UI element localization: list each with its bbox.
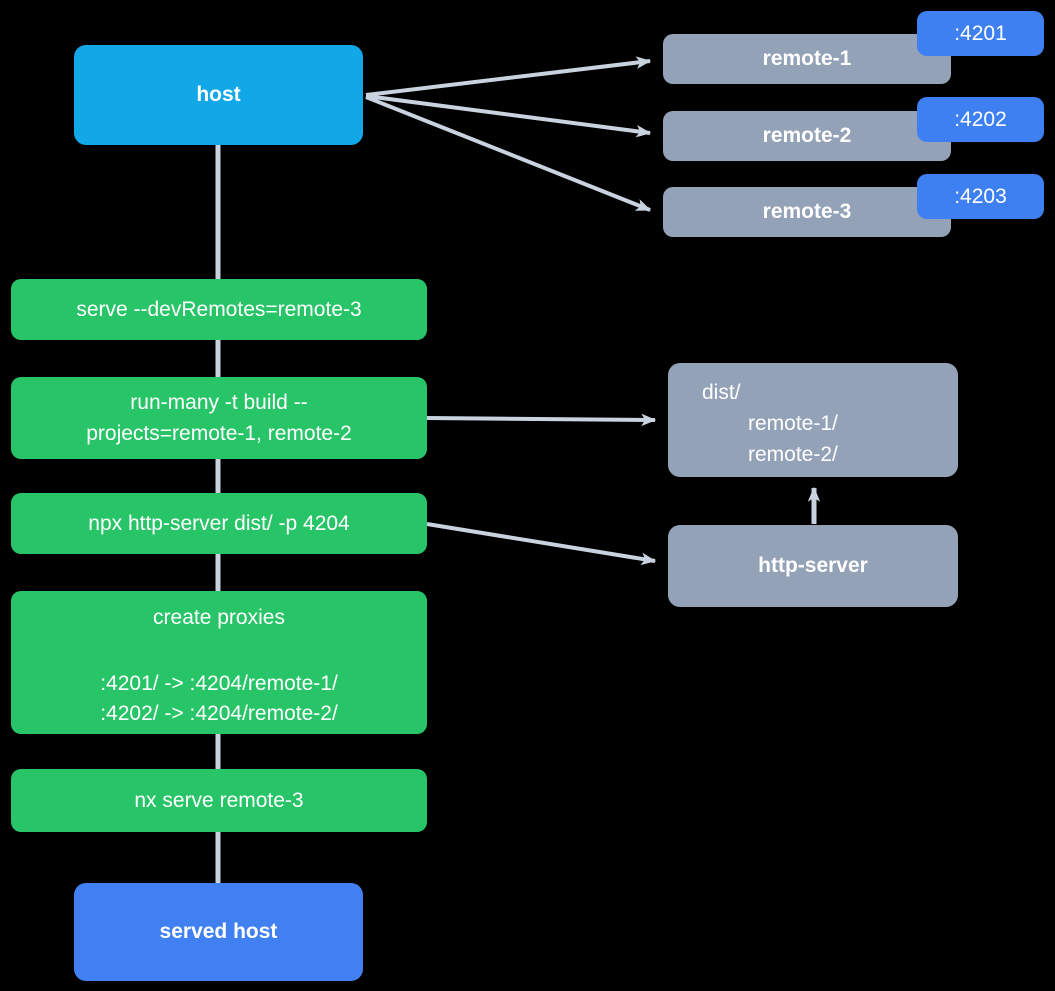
remote-1-port-badge: :4201 bbox=[917, 11, 1044, 56]
remote-2-node: remote-2 bbox=[663, 111, 951, 161]
dist-remote-2-line: remote-2/ bbox=[748, 443, 838, 466]
arrow-http-to-http-server bbox=[426, 522, 657, 565]
step-nx-serve-remote-3: nx serve remote-3 bbox=[11, 769, 427, 832]
step-build-line1: run-many -t build -- bbox=[130, 391, 308, 414]
remote-2-port-badge: :4202 bbox=[917, 97, 1044, 142]
step-http-label: npx http-server dist/ -p 4204 bbox=[88, 511, 350, 535]
host-node: host bbox=[74, 45, 363, 145]
served-host-label: served host bbox=[159, 920, 278, 943]
step-nx-serve-label: nx serve remote-3 bbox=[134, 788, 304, 812]
remote-2-port: :4202 bbox=[954, 107, 1007, 131]
step-npx-http-server: npx http-server dist/ -p 4204 bbox=[11, 493, 427, 554]
arrow-host-to-remote-3 bbox=[365, 95, 652, 212]
remote-3-port: :4203 bbox=[954, 184, 1007, 208]
arrow-host-to-remote-2 bbox=[365, 94, 652, 138]
host-label: host bbox=[196, 83, 241, 106]
remote-2-label: remote-2 bbox=[762, 124, 852, 147]
proxy-map-2: :4202/ -> :4204/remote-2/ bbox=[100, 702, 338, 725]
remote-1-label: remote-1 bbox=[762, 47, 852, 70]
arrow-build-to-dist bbox=[426, 413, 657, 427]
step-serve-label: serve --devRemotes=remote-3 bbox=[76, 297, 362, 321]
http-server-node: http-server bbox=[668, 525, 958, 607]
step-build-line2: projects=remote-1, remote-2 bbox=[86, 422, 352, 445]
proxy-map-1: :4201/ -> :4204/remote-1/ bbox=[100, 672, 338, 695]
remote-3-label: remote-3 bbox=[762, 200, 852, 223]
served-host-node: served host bbox=[74, 883, 363, 981]
proxies-title: create proxies bbox=[153, 606, 285, 629]
step-serve-devremotes: serve --devRemotes=remote-3 bbox=[11, 279, 427, 340]
dist-folder-node: dist/ remote-1/ remote-2/ bbox=[668, 363, 958, 477]
http-server-label: http-server bbox=[758, 554, 868, 577]
dist-remote-1-line: remote-1/ bbox=[748, 412, 838, 435]
remote-3-node: remote-3 bbox=[663, 187, 951, 237]
arrow-host-to-remote-1 bbox=[365, 56, 652, 97]
step-create-proxies: create proxies :4201/ -> :4204/remote-1/… bbox=[11, 591, 427, 734]
step-run-many-build: run-many -t build -- projects=remote-1, … bbox=[11, 377, 427, 459]
remote-1-port: :4201 bbox=[954, 21, 1007, 45]
remote-3-port-badge: :4203 bbox=[917, 174, 1044, 219]
dist-root-line: dist/ bbox=[702, 381, 741, 404]
remote-1-node: remote-1 bbox=[663, 34, 951, 84]
